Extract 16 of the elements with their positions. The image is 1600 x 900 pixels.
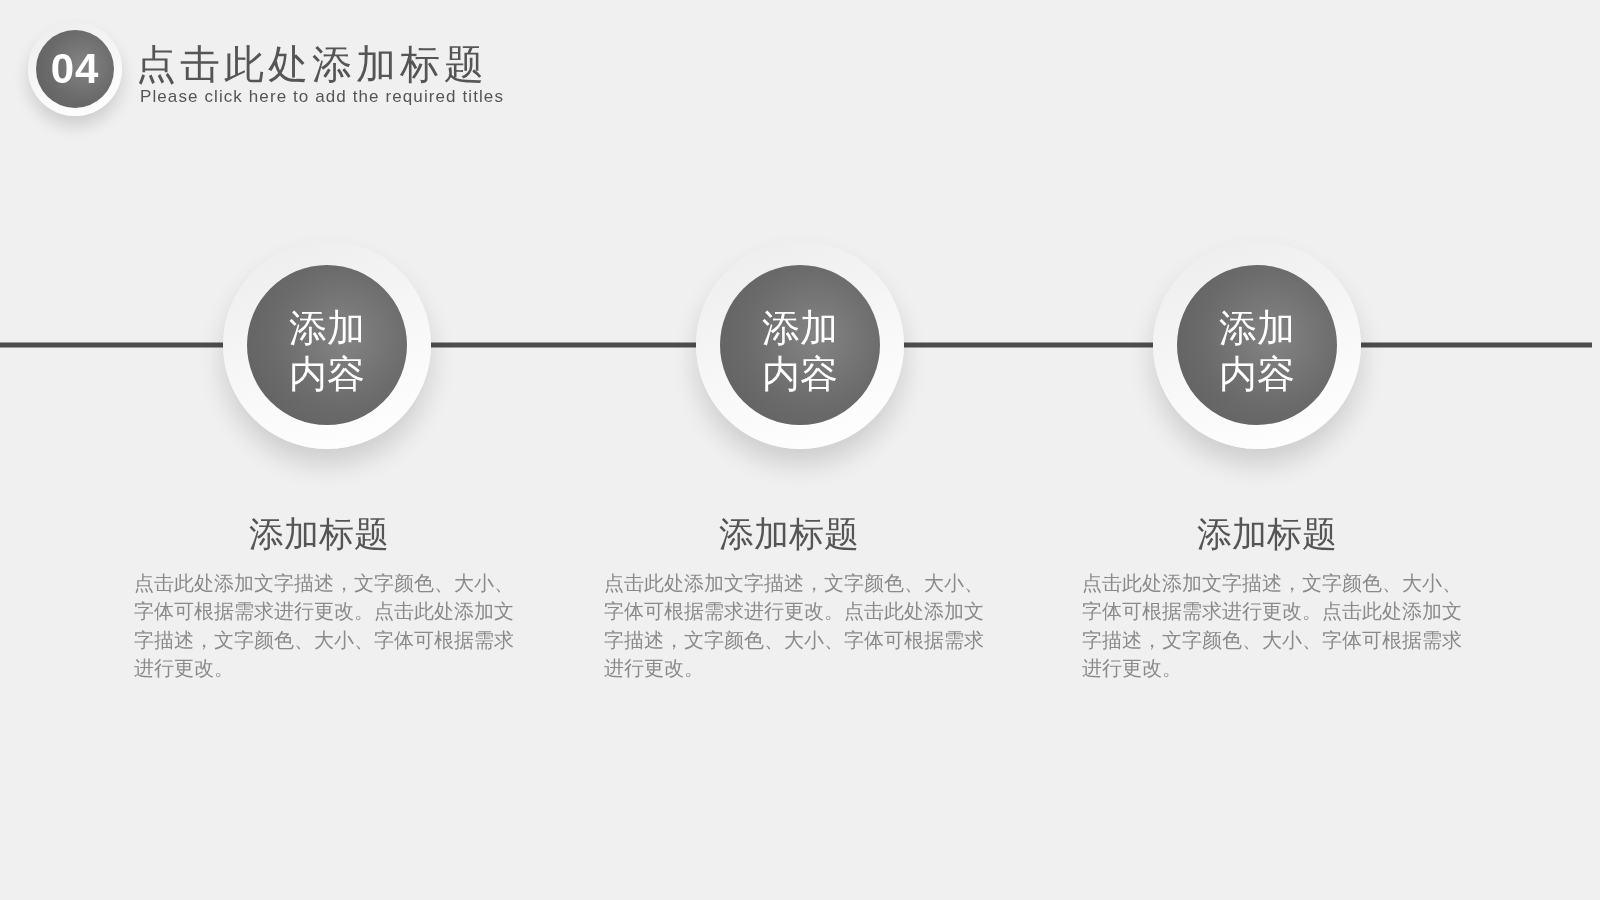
step-label: 添加内容 — [1218, 305, 1296, 397]
timeline-line — [431, 342, 696, 348]
step-description: 点击此处添加文字描述，文字颜色、大小、字体可根据需求进行更改。点击此处添加文字描述，文字颜色、大小、字体可根据需求进行更改。 — [134, 570, 515, 681]
timeline-line — [904, 342, 1153, 348]
timeline-line — [0, 342, 223, 348]
timeline-line — [1361, 342, 1592, 348]
step-title: 添加标题 — [249, 513, 389, 555]
step-description: 点击此处添加文字描述，文字颜色、大小、字体可根据需求进行更改。点击此处添加文字描述，文字颜色、大小、字体可根据需求进行更改。 — [604, 570, 985, 681]
step-label: 添加内容 — [761, 305, 839, 397]
step-description: 点击此处添加文字描述，文字颜色、大小、字体可根据需求进行更改。点击此处添加文字描述，文字颜色、大小、字体可根据需求进行更改。 — [1082, 570, 1463, 681]
page-title: 点击此处添加标题 — [136, 41, 488, 88]
step-label: 添加内容 — [288, 305, 366, 397]
badge-number: 04 — [50, 48, 100, 90]
step-title: 添加标题 — [719, 513, 859, 555]
page-subtitle: Please click here to add the required titles — [140, 88, 505, 107]
step-title: 添加标题 — [1197, 513, 1337, 555]
